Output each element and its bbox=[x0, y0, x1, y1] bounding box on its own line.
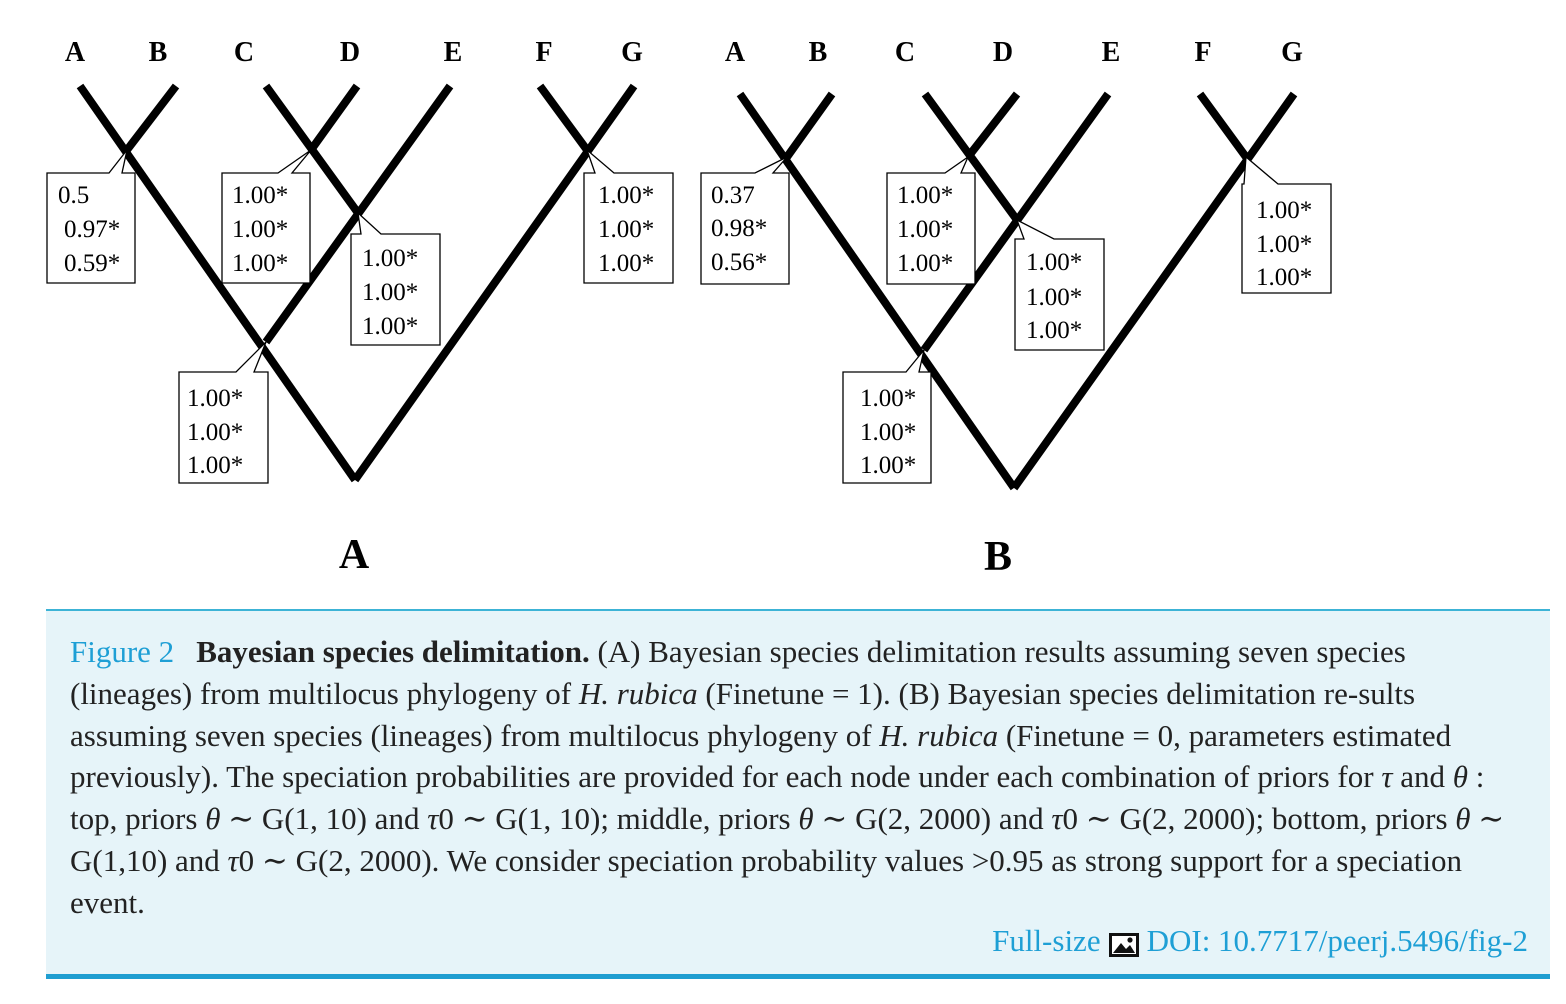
figure-caption: Figure 2 Bayesian species delimitation. (… bbox=[46, 609, 1550, 979]
caption-segment: ∼ G(2, 2000) and bbox=[813, 801, 1052, 837]
caption-segment: ∼ G(1, 10) and bbox=[220, 801, 428, 837]
support-value: 0.56* bbox=[711, 249, 767, 276]
support-value: 1.00* bbox=[1256, 231, 1312, 258]
panel-b-tip-b: B bbox=[809, 37, 828, 68]
figure-canvas: A B C D E F G 0.5 0.97* 0.59* 1.00* 1.00… bbox=[46, 37, 1332, 580]
panel-a-tip-f: F bbox=[535, 37, 552, 68]
theta-symbol: θ bbox=[1452, 759, 1468, 795]
panel-b-tip-d: D bbox=[993, 37, 1013, 68]
panel-b-support-cd: 1.00* 1.00* 1.00* bbox=[886, 155, 976, 285]
support-value: 0.37 bbox=[711, 182, 755, 209]
support-value: 1.00* bbox=[232, 216, 288, 243]
full-size-link[interactable]: Full-size bbox=[992, 923, 1101, 958]
support-value: 1.00* bbox=[1256, 264, 1312, 291]
support-value: 1.00* bbox=[1026, 249, 1082, 276]
support-value: 1.00* bbox=[860, 452, 916, 479]
theta-symbol: θ bbox=[798, 801, 814, 837]
panel-a-label: A bbox=[339, 532, 370, 578]
panel-a-tip-d: D bbox=[340, 37, 360, 68]
support-value: 1.00* bbox=[1026, 317, 1082, 344]
caption-text: Figure 2 Bayesian species delimitation. (… bbox=[70, 631, 1530, 924]
support-value: 1.00* bbox=[598, 250, 654, 277]
image-icon[interactable] bbox=[1108, 929, 1139, 957]
caption-segment: (Finetune = 0, parameters estimated prev… bbox=[70, 717, 1452, 795]
caption-segment: (Finetune = 1). (B) Bayesian species del… bbox=[70, 675, 1416, 753]
panel-b: A B C D E F G 0.37 0.98* 0.56* 1.00* 1.0… bbox=[700, 37, 1332, 580]
support-value: 1.00* bbox=[187, 419, 243, 446]
caption-links: Full-size DOI: 10.7717/peerj.5496/fig-2 bbox=[992, 923, 1528, 959]
support-value: 1.00* bbox=[598, 182, 654, 209]
panel-a-support-abcde: 1.00* 1.00* 1.00* bbox=[178, 341, 269, 484]
panel-b-label: B bbox=[984, 534, 1012, 580]
caption-segment: 0 ∼ G(2, 2000). We consider speciation p… bbox=[70, 842, 1462, 920]
species-name: H. rubica bbox=[578, 675, 698, 711]
caption-segment: and bbox=[1392, 759, 1453, 795]
theta-symbol: θ bbox=[1455, 801, 1471, 837]
panel-b-tip-c: C bbox=[895, 37, 915, 68]
species-name: H. rubica bbox=[879, 717, 999, 753]
panel-b-support-ab: 0.37 0.98* 0.56* bbox=[700, 156, 790, 285]
support-value: 1.00* bbox=[232, 250, 288, 277]
tau-symbol: τ bbox=[1381, 759, 1393, 795]
panel-a-tip-a: A bbox=[65, 37, 86, 68]
support-value: 0.59* bbox=[64, 250, 120, 277]
doi-link[interactable]: DOI: 10.7717/peerj.5496/fig-2 bbox=[1146, 923, 1528, 958]
support-value: 1.00* bbox=[1026, 284, 1082, 311]
panel-a: A B C D E F G 0.5 0.97* 0.59* 1.00* 1.00… bbox=[46, 37, 674, 578]
tau-symbol: τ bbox=[427, 801, 439, 837]
panel-a-tip-e: E bbox=[444, 37, 463, 68]
panel-b-support-fg: 1.00* 1.00* 1.00* bbox=[1241, 155, 1332, 294]
support-value: 0.5 bbox=[58, 182, 89, 209]
caption-segment: 0 ∼ G(1, 10); middle, priors bbox=[438, 801, 799, 837]
support-value: 0.97* bbox=[64, 216, 120, 243]
support-value: 1.00* bbox=[1256, 197, 1312, 224]
support-value: 1.00* bbox=[598, 216, 654, 243]
panel-b-tip-g: G bbox=[1281, 37, 1303, 68]
panel-b-tip-a: A bbox=[725, 37, 746, 68]
tau-symbol: τ bbox=[227, 842, 239, 878]
caption-segment: ∼ G(1,10) and bbox=[70, 801, 1505, 878]
panel-a-tip-g: G bbox=[621, 37, 643, 68]
panel-a-support-cd: 1.00* 1.00* 1.00* bbox=[221, 149, 312, 284]
support-value: 1.00* bbox=[362, 313, 418, 340]
tau-symbol: τ bbox=[1051, 801, 1063, 837]
support-value: 0.98* bbox=[711, 215, 767, 242]
figure-number: Figure 2 bbox=[70, 634, 175, 669]
panel-a-support-cde: 1.00* 1.00* 1.00* bbox=[350, 211, 441, 346]
panel-b-support-abcde: 1.00* 1.00* 1.00* bbox=[842, 349, 932, 484]
caption-segment: 0 ∼ G(2, 2000); bottom, priors bbox=[1062, 801, 1456, 837]
panel-b-tip-e: E bbox=[1102, 37, 1121, 68]
caption-segment: : top, priors bbox=[70, 759, 1485, 837]
panel-a-support-ab: 0.5 0.97* 0.59* bbox=[46, 149, 136, 284]
support-value: 1.00* bbox=[232, 182, 288, 209]
figure-title: Bayesian species delimitation. bbox=[196, 634, 590, 669]
panel-b-tip-f: F bbox=[1194, 37, 1211, 68]
theta-symbol: θ bbox=[205, 801, 221, 837]
support-value: 1.00* bbox=[362, 245, 418, 272]
panel-a-tip-b: B bbox=[149, 37, 168, 68]
support-value: 1.00* bbox=[897, 216, 953, 243]
panel-a-support-fg: 1.00* 1.00* 1.00* bbox=[583, 147, 674, 284]
panel-b-support-cde: 1.00* 1.00* 1.00* bbox=[1014, 218, 1105, 351]
caption-segment: (A) Bayesian species delimitation result… bbox=[70, 634, 1406, 711]
panel-a-tip-c: C bbox=[234, 37, 254, 68]
support-value: 1.00* bbox=[897, 182, 953, 209]
support-value: 1.00* bbox=[897, 250, 953, 277]
support-value: 1.00* bbox=[187, 385, 243, 412]
support-value: 1.00* bbox=[362, 279, 418, 306]
phylogeny-figure: A B C D E F G 0.5 0.97* 0.59* 1.00* 1.00… bbox=[46, 37, 1332, 580]
support-value: 1.00* bbox=[860, 419, 916, 446]
support-value: 1.00* bbox=[860, 385, 916, 412]
support-value: 1.00* bbox=[187, 452, 243, 479]
